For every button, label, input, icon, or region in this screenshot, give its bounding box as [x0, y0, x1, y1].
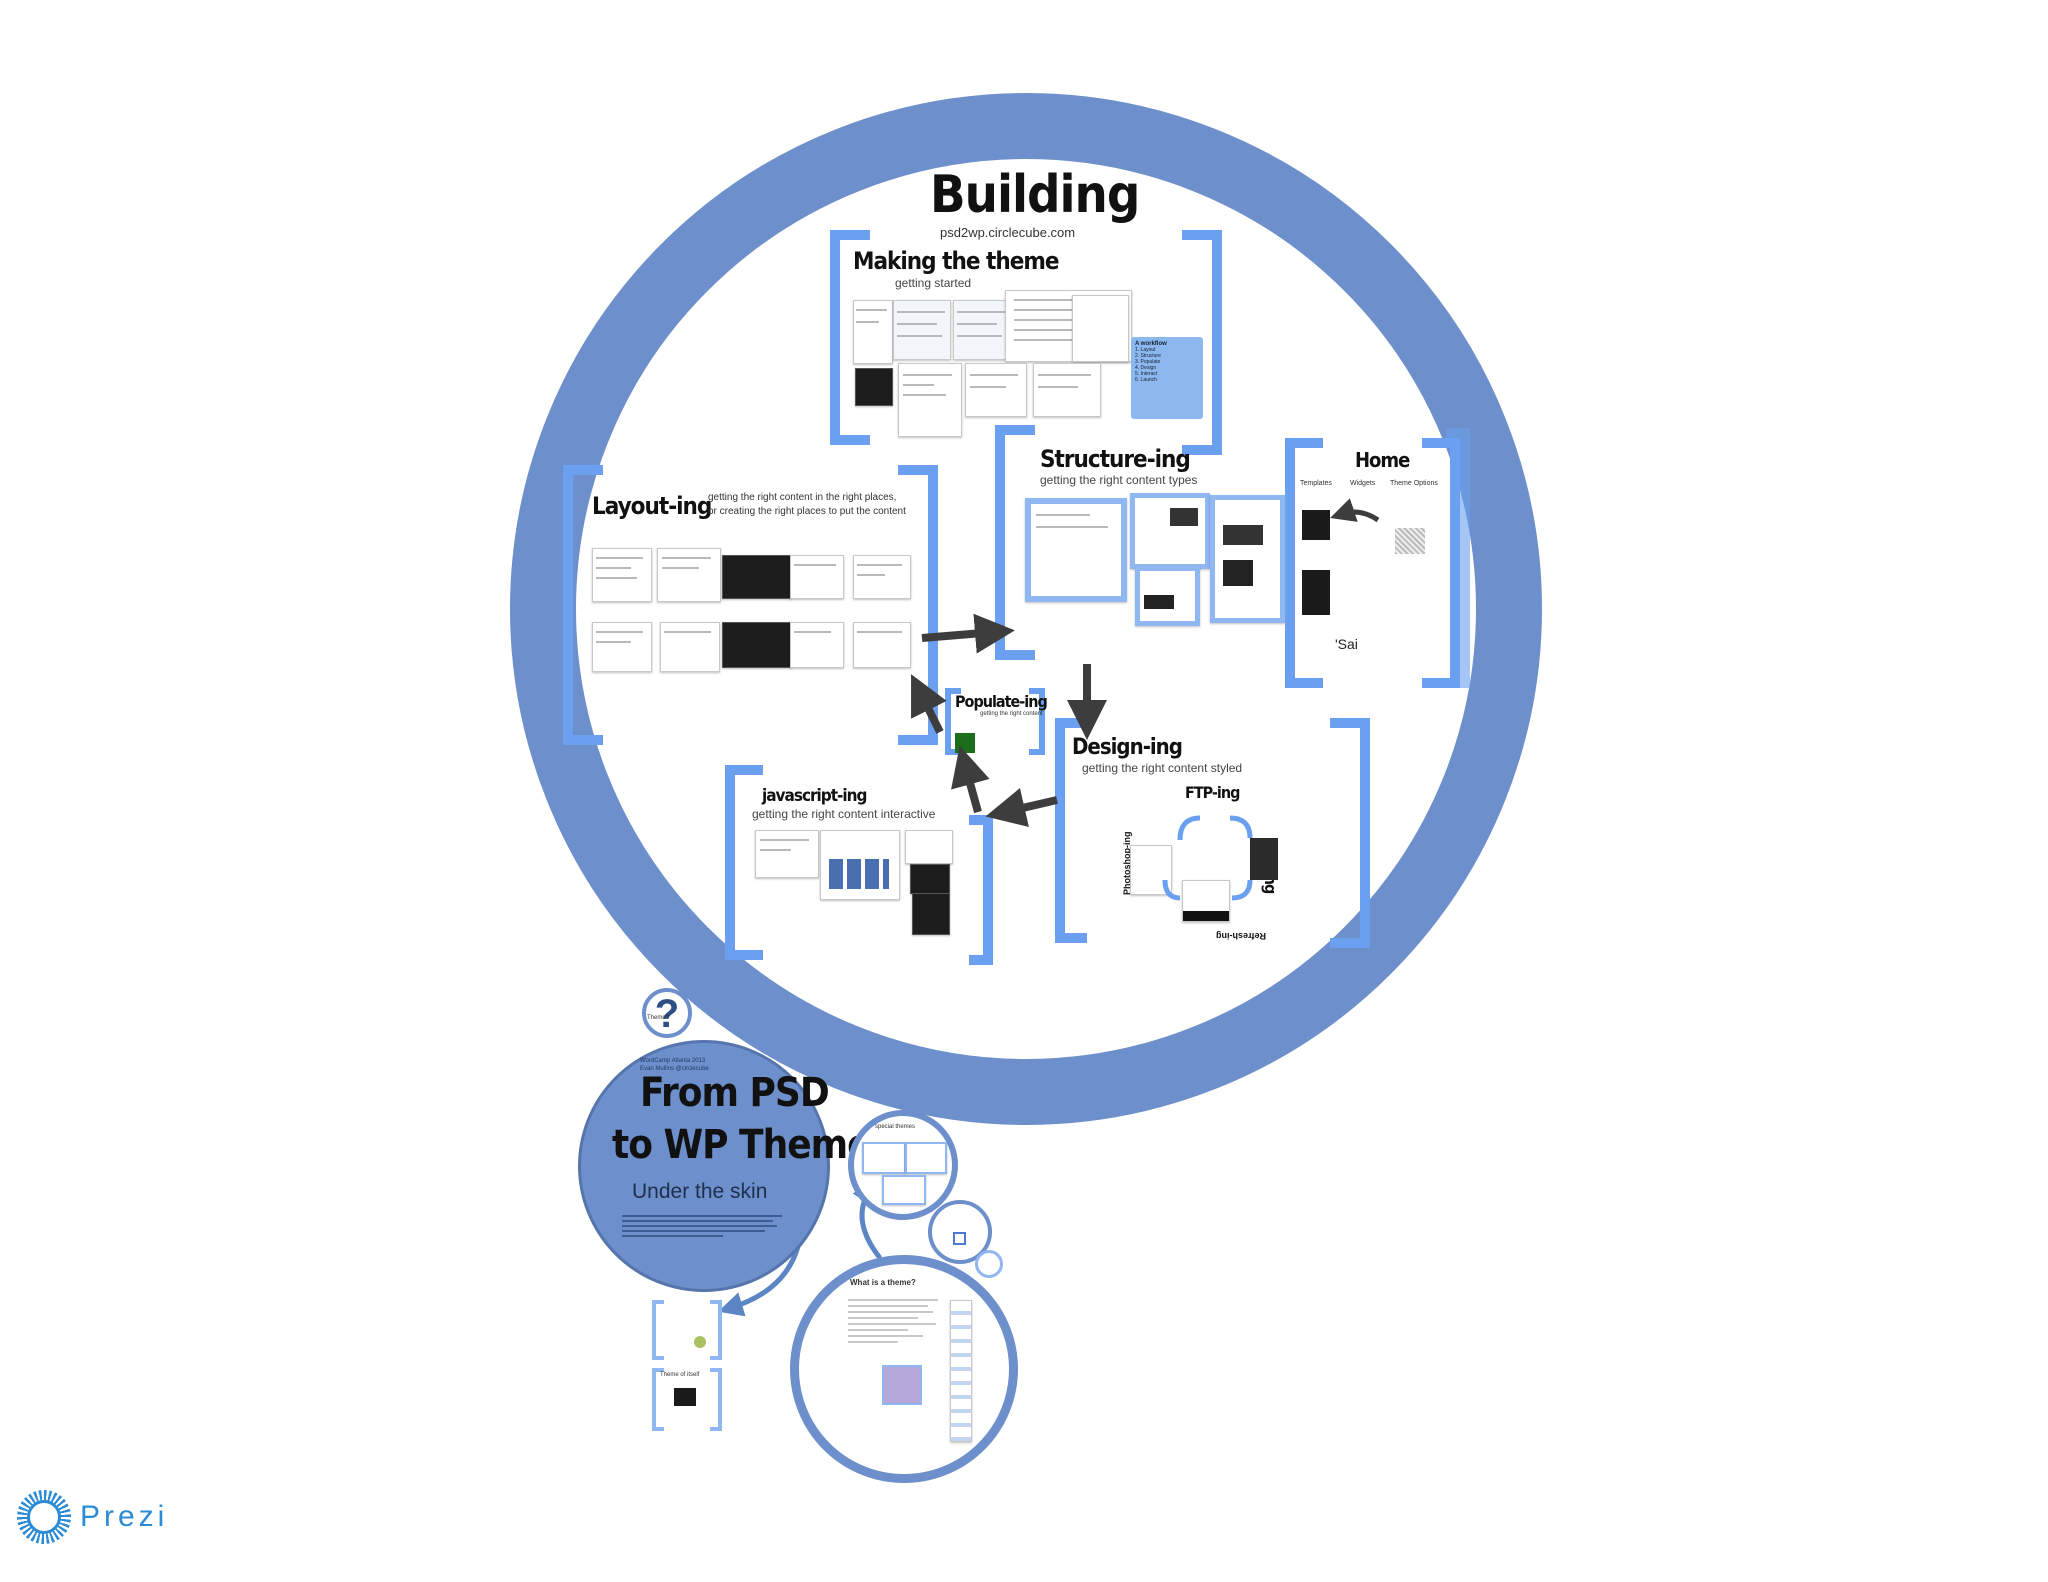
design-ftp-label: FTP-ing — [1185, 783, 1240, 802]
making-frame[interactable] — [830, 230, 1222, 455]
intro-meta-1: WordCamp Atlanta 2013 — [640, 1058, 706, 1064]
design-css-thumb[interactable] — [1250, 838, 1278, 880]
making-subtitle: getting started — [895, 276, 972, 290]
populate-title: Populate-ing — [955, 692, 1048, 711]
intro-body-lines — [622, 1212, 790, 1240]
making-note-item-6: 6. Launch — [1135, 377, 1157, 383]
intro-circle[interactable] — [578, 1040, 830, 1292]
question-label: Theme? — [647, 1015, 670, 1021]
design-subtitle: getting the right content styled — [1082, 761, 1243, 775]
javascript-title: javascript-ing — [762, 786, 867, 806]
home-tab-templates[interactable]: Templates — [1300, 480, 1332, 487]
javascript-frame[interactable] — [725, 765, 993, 965]
structure-title: Structure-ing — [1040, 445, 1191, 473]
arrow-layout-to-structure — [921, 613, 1015, 654]
special-themes-label: special themes — [875, 1124, 916, 1130]
what-theme-image[interactable] — [882, 1365, 922, 1405]
question-mark: ? — [654, 992, 680, 1036]
making-note-item-2: 2. Structure — [1135, 353, 1161, 359]
prezi-logo-icon-inner — [27, 1500, 61, 1534]
populate-subtitle: getting the right content — [980, 711, 1043, 717]
home-texture — [1395, 528, 1425, 554]
structure-frame[interactable] — [995, 425, 1305, 660]
home-thumb-2[interactable] — [1302, 570, 1330, 615]
making-note-item-5: 5. Interact — [1135, 371, 1158, 377]
design-cycle-arrows — [1162, 815, 1253, 901]
arrow-design-to-javascript — [985, 788, 1058, 827]
intro-item-1[interactable] — [652, 1300, 722, 1362]
small-circle-square — [953, 1232, 966, 1245]
javascript-subtitle: getting the right content interactive — [752, 807, 936, 821]
prezi-logo-text[interactable]: Prezi — [80, 1500, 169, 1533]
layout-frame[interactable] — [563, 465, 938, 745]
tiny-circle[interactable] — [975, 1250, 1003, 1278]
layout-title: Layout-ing — [592, 492, 712, 520]
making-note-item-3: 3. Populate — [1135, 359, 1161, 365]
home-tab-theme-options[interactable]: Theme Options — [1390, 480, 1438, 487]
structure-subtitle: getting the right content types — [1040, 473, 1198, 487]
what-theme-body-lines — [848, 1295, 948, 1347]
intro-title-1: From PSD — [640, 1070, 830, 1116]
arrow-javascript-to-populate — [951, 745, 990, 814]
intro-item-2-label: Theme of itself — [660, 1372, 700, 1378]
making-title: Making the theme — [853, 247, 1060, 275]
building-url[interactable]: psd2wp.circlecube.com — [940, 225, 1076, 240]
home-thumb-1[interactable] — [1302, 510, 1330, 540]
what-theme-title: What is a theme? — [850, 1278, 916, 1287]
intro-meta-2: Evan Mullins @circlecube — [640, 1066, 709, 1072]
making-note[interactable]: A workflow 1. Layout 2. Structure 3. Pop… — [1131, 337, 1203, 419]
intro-subtitle: Under the skin — [632, 1180, 768, 1203]
home-title: Home — [1355, 448, 1410, 472]
making-note-title: A workflow — [1135, 341, 1167, 347]
making-note-item-1: 1. Layout — [1135, 347, 1156, 353]
making-note-item-4: 4. Design — [1135, 365, 1157, 371]
intro-item-2[interactable] — [652, 1368, 722, 1431]
layout-desc-2: or creating the right places to put the … — [708, 506, 906, 517]
home-frame[interactable] — [1285, 428, 1470, 688]
design-refresh-thumb[interactable] — [1182, 880, 1230, 922]
arrow-populate-to-layout — [911, 674, 947, 734]
home-tab-widgets[interactable]: Widgets — [1350, 480, 1376, 487]
arrow-home-indicator — [1330, 498, 1380, 523]
layout-desc-1: getting the right content in the right p… — [708, 492, 897, 503]
building-title[interactable]: Building — [930, 165, 1140, 225]
intro-title-2: to WP Theme — [612, 1122, 872, 1168]
home-snippet: 'Sai — [1335, 636, 1358, 652]
question-bubble[interactable]: ? — [642, 988, 692, 1038]
